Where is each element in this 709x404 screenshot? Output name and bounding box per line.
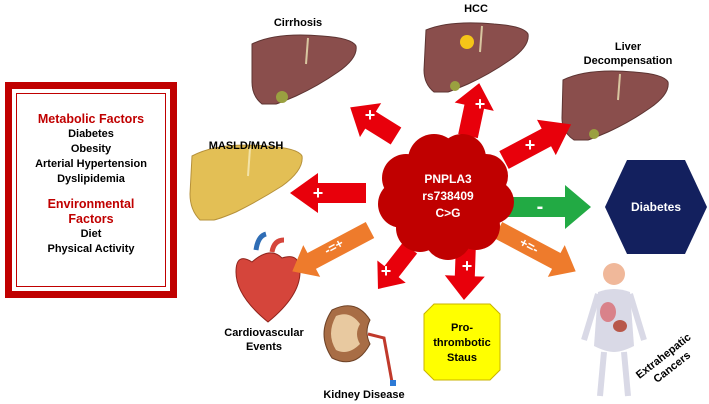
sign-kidney: + xyxy=(381,261,392,281)
arrow-to-extrahepatic xyxy=(493,222,576,277)
arrow-to-prothrombotic xyxy=(444,241,485,300)
environmental-factors-title-1: Environmental xyxy=(47,197,135,211)
pnpla3-cloud xyxy=(378,134,514,260)
diabetes-label: Diabetes xyxy=(631,200,681,214)
sign-prothrombotic: + xyxy=(462,256,473,276)
factor-obesity: Obesity xyxy=(70,143,112,155)
arrow-to-masld xyxy=(290,173,366,213)
diabetes-hexagon xyxy=(605,160,707,254)
hcc-liver-icon xyxy=(423,22,529,93)
cirrhosis-liver-icon xyxy=(251,34,357,105)
factor-hypertension: Arterial Hypertension xyxy=(35,158,147,170)
heart-icon xyxy=(235,231,301,323)
environmental-factors-title-2: Factors xyxy=(68,212,114,226)
human-body-icon xyxy=(581,263,647,397)
arrow-to-kidney xyxy=(377,242,418,289)
risk-factors-box: Metabolic Factors Diabetes Obesity Arter… xyxy=(5,82,177,298)
liver-decompensation-label-1: Liver xyxy=(614,41,642,53)
prothrombotic-line3: Staus xyxy=(447,352,477,364)
sign-masld: + xyxy=(313,183,324,203)
sign-liver-decompensation: + xyxy=(525,135,536,155)
extrahepatic-label-group: Extrahepatic Cancers xyxy=(634,331,693,385)
factor-diabetes: Diabetes xyxy=(68,128,114,140)
arrow-to-hcc xyxy=(454,83,494,139)
arrow-to-cardiovascular xyxy=(292,222,375,277)
center-allele: C>G xyxy=(435,206,460,220)
hcc-label: HCC xyxy=(464,3,488,15)
center-variant: rs738409 xyxy=(422,189,474,203)
decompensated-liver-icon xyxy=(561,70,669,141)
liver-decompensation-label-2: Decompensation xyxy=(583,55,673,67)
arrow-to-liver-decompensation xyxy=(499,119,572,169)
cardiovascular-label-1: Cardiovascular xyxy=(224,327,304,339)
arrow-to-cirrhosis xyxy=(350,103,402,145)
masld-label: MASLD/MASH xyxy=(208,140,284,152)
sign-cirrhosis: + xyxy=(365,105,376,125)
factor-physical-activity: Physical Activity xyxy=(47,243,135,255)
cardiovascular-label-2: Events xyxy=(245,341,283,353)
prothrombotic-line2: thrombotic xyxy=(433,337,490,349)
cirrhosis-label: Cirrhosis xyxy=(273,17,323,29)
kidney-disease-label: Kidney Disease xyxy=(323,389,405,401)
fatty-liver-icon xyxy=(189,144,303,221)
sign-diabetes: - xyxy=(537,196,544,218)
prothrombotic-line1: Pro- xyxy=(451,322,473,334)
kidney-icon xyxy=(323,305,396,386)
metabolic-factors-title: Metabolic Factors xyxy=(37,112,145,126)
risk-factors-inner: Metabolic Factors Diabetes Obesity Arter… xyxy=(16,93,166,287)
arrow-to-diabetes xyxy=(505,185,591,229)
center-gene: PNPLA3 xyxy=(424,172,472,186)
factor-dyslipidemia: Dyslipidemia xyxy=(57,173,125,185)
prothrombotic-box xyxy=(423,303,501,381)
factor-diet: Diet xyxy=(80,228,102,240)
sign-hcc: + xyxy=(475,94,486,114)
